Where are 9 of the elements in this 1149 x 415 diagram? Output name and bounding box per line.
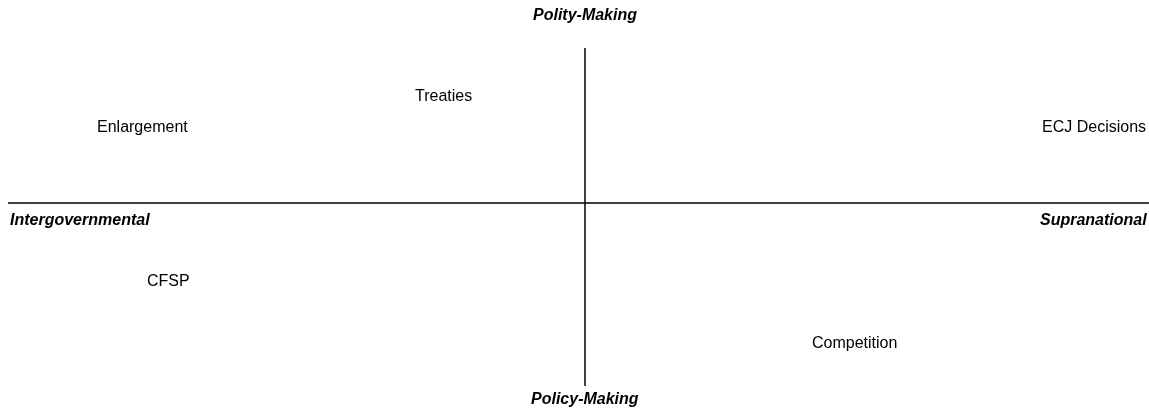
quadrant-item-label: Competition (812, 333, 898, 353)
axis-label: Intergovernmental (10, 210, 150, 230)
axis-label: Polity-Making (533, 5, 637, 25)
quadrant-item-label: CFSP (147, 271, 190, 291)
axis-label: Policy-Making (531, 389, 639, 409)
quadrant-item-label: Treaties (415, 86, 473, 106)
axis-label: Supranational (1040, 210, 1147, 230)
quadrant-item-label: Enlargement (97, 117, 188, 137)
quadrant-item-label: ECJ Decisions (1042, 117, 1147, 137)
